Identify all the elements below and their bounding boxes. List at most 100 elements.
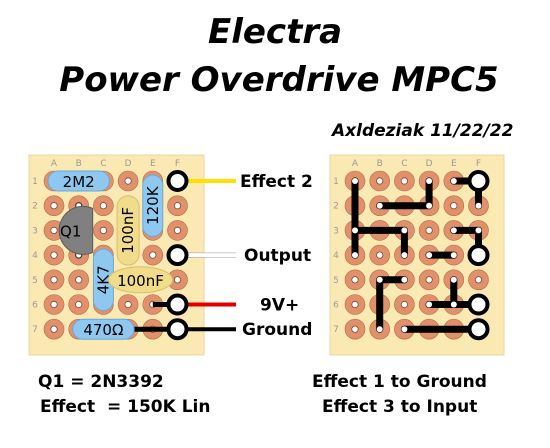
left-row-label: 5 — [32, 276, 38, 286]
right-row-label: 2 — [333, 202, 339, 212]
left-row-label: 1 — [32, 177, 38, 187]
left-col-label: A — [51, 159, 58, 169]
left-pad-hole — [173, 226, 182, 234]
off-board-wires — [128, 170, 236, 341]
wire-terminal — [166, 318, 189, 341]
left-pad-hole — [50, 276, 58, 284]
resistor-4k7-label: 4K7 — [94, 265, 112, 294]
author-date: Axldeziak 11/22/22 — [332, 121, 514, 141]
left-pad-hole — [173, 202, 182, 210]
right-pad-hole — [376, 177, 384, 185]
capacitor-100nf-horizontal-label: 100nF — [117, 272, 164, 290]
wire-terminal — [467, 170, 490, 192]
copper-trace-hole — [450, 227, 457, 234]
copper-trace-hole — [376, 276, 383, 283]
copper-trace-hole — [352, 252, 358, 259]
copper-trace-hole — [426, 202, 433, 209]
copper-trace-hole — [426, 301, 433, 308]
right-col-label: A — [352, 159, 359, 169]
right-col-label: B — [377, 159, 383, 169]
wire-terminal — [166, 244, 189, 267]
connection-labels: Effect 2 Output 9V+ Ground — [240, 172, 313, 340]
copper-trace-hole — [475, 202, 482, 209]
right-pad-hole — [474, 276, 483, 284]
left-row-label: 4 — [32, 251, 38, 261]
left-row-label: 2 — [32, 202, 38, 212]
left-pad-hole — [75, 276, 83, 284]
right-pad-hole — [425, 226, 433, 234]
left-pad-hole — [50, 202, 58, 210]
right-row-label: 3 — [333, 226, 339, 236]
resistor-470-label: 470Ω — [83, 321, 123, 339]
wire-terminal — [166, 293, 189, 316]
copper-trace-hole — [401, 252, 408, 259]
right-row-label: 6 — [333, 301, 339, 311]
resistor-470-body — [72, 318, 135, 340]
left-pad-hole — [50, 251, 58, 259]
right-row-label: 7 — [333, 325, 339, 335]
copper-trace-hole — [352, 227, 358, 234]
wire-terminal — [467, 318, 490, 341]
copper-trace-hole — [450, 178, 457, 184]
page-subtitle: Power Overdrive MPC5 — [59, 60, 499, 100]
resistor-120k-label: 120K — [144, 185, 162, 225]
transistor-q1-body — [58, 205, 94, 255]
copper-trace-hole — [450, 301, 457, 308]
wiring-note-1: Effect 1 to Ground — [312, 372, 487, 392]
transistor-q1-label: Q1 — [60, 222, 81, 240]
left-pad-hole — [99, 202, 108, 210]
left-col-label: D — [125, 159, 132, 169]
left-col-label: F — [175, 159, 180, 169]
left-pad-hole — [50, 325, 58, 333]
wire-terminal — [467, 293, 490, 316]
wiring-note-2: Effect 3 to Input — [322, 397, 478, 417]
wire-terminal — [467, 244, 490, 267]
label-9v: 9V+ — [260, 296, 299, 316]
copper-trace-hole — [401, 276, 408, 283]
page-title: Electra — [207, 12, 343, 52]
left-row-label: 3 — [32, 226, 38, 236]
effect-pot-note: Effect = 150K Lin — [40, 397, 211, 417]
copper-trace-hole — [426, 178, 433, 184]
left-col-label: C — [100, 159, 106, 169]
q1-part-note: Q1 = 2N3392 — [38, 372, 164, 392]
resistor-120k-body — [142, 174, 164, 237]
copper-trace-hole — [376, 202, 383, 209]
right-pad-hole — [351, 300, 359, 309]
right-col-label: E — [451, 159, 457, 169]
copper-trace-hole — [376, 326, 383, 333]
copper-trace-hole — [352, 178, 358, 184]
right-pad-hole — [450, 202, 458, 210]
left-row-label: 6 — [32, 301, 38, 311]
right-col-label: D — [426, 159, 433, 169]
wire-terminal — [166, 170, 189, 192]
left-pad-hole — [124, 177, 132, 185]
left-row-label: 7 — [32, 325, 38, 335]
right-pad-hole — [400, 300, 408, 309]
right-pad-hole — [425, 276, 433, 284]
capacitor-100nf-vertical-body — [116, 195, 140, 266]
left-pad-hole — [149, 251, 157, 259]
right-pad-hole — [400, 177, 408, 185]
label-ground: Ground — [242, 320, 312, 340]
left-pad-hole — [75, 300, 83, 309]
resistor-2m2-label: 2M2 — [63, 173, 95, 191]
right-pad-hole — [351, 325, 359, 333]
left-pad-hole — [50, 300, 58, 309]
resistor-2m2-body — [47, 170, 110, 192]
copper-trace-hole — [450, 276, 457, 283]
label-output: Output — [244, 246, 311, 266]
left-pad-hole — [50, 226, 58, 234]
right-pad-hole — [351, 276, 359, 284]
copper-trace-hole — [401, 326, 408, 333]
label-effect2: Effect 2 — [240, 172, 313, 192]
right-row-label: 4 — [333, 251, 339, 261]
copper-trace-hole — [401, 227, 408, 234]
right-col-label: F — [476, 159, 481, 169]
copper-trace-hole — [450, 252, 457, 259]
left-col-label: B — [76, 159, 82, 169]
left-pad-hole — [99, 226, 108, 234]
